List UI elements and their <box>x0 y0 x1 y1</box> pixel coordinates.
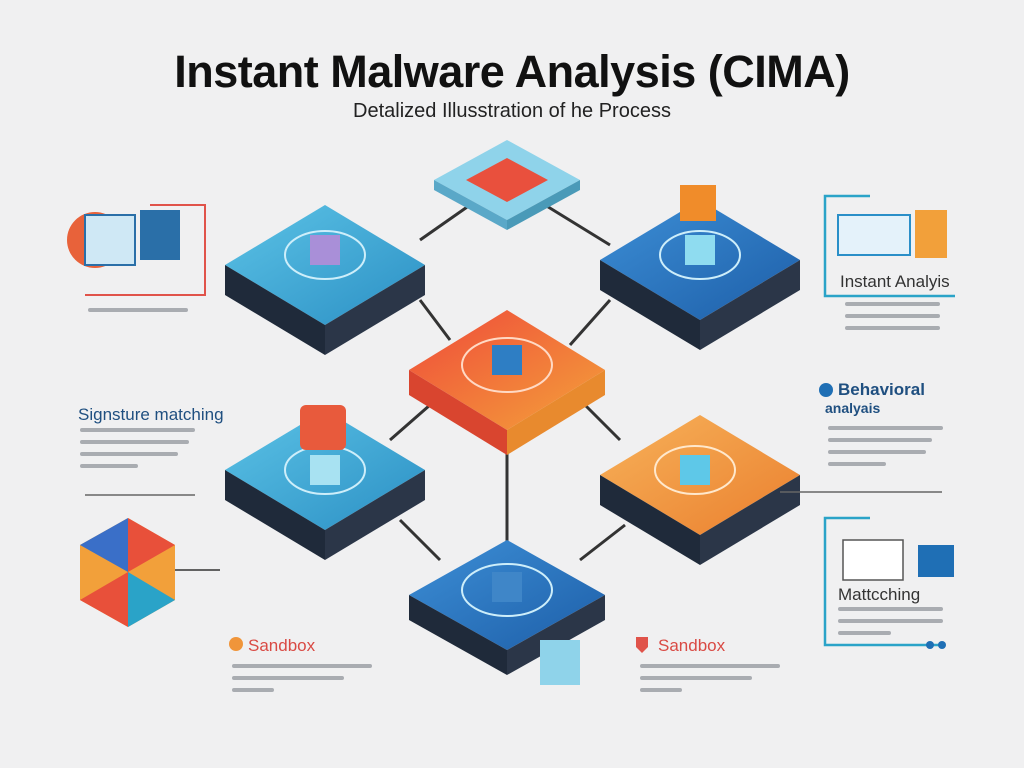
label-sandbox-right: Sandbox <box>658 636 726 655</box>
placeholder-text <box>838 607 943 643</box>
behavioral-icon <box>819 383 833 397</box>
placeholder-text <box>80 428 195 476</box>
label-matching: Mattcching <box>838 585 921 604</box>
label-behavioral-2: analyais <box>825 400 881 416</box>
placeholder-text <box>828 426 943 474</box>
platform-bottom <box>409 540 605 685</box>
label-sandbox-left: Sandbox <box>248 636 316 655</box>
label-instant-analysis: Instant Analyis <box>840 272 950 291</box>
page-subtitle: Detalized Illusstration of he Process <box>353 100 671 122</box>
page-title: Instant Malware Analysis (CIMA) <box>174 46 850 97</box>
label-behavioral-1: Behavioral <box>838 380 925 399</box>
placeholder-text <box>845 302 940 338</box>
documents-illustration <box>67 204 206 296</box>
hexagon-illustration <box>80 494 220 627</box>
platform-mid-left <box>225 405 425 560</box>
platform-mid-right <box>600 415 800 565</box>
placeholder-text <box>640 664 780 700</box>
platform-top-left <box>225 205 425 355</box>
matching-panel-illustration <box>823 516 954 649</box>
analysis-panel-illustration <box>780 194 955 493</box>
placeholder-text <box>232 664 372 700</box>
sandbox-right-shield-icon <box>636 637 648 653</box>
connector-lines <box>389 203 626 562</box>
sandbox-left-icon <box>229 637 243 651</box>
platform-center <box>409 310 605 455</box>
top-tile <box>434 140 580 230</box>
platform-top-right <box>600 185 800 350</box>
placeholder-text <box>88 308 188 320</box>
label-signature-matching: Signsture matching <box>78 405 224 424</box>
